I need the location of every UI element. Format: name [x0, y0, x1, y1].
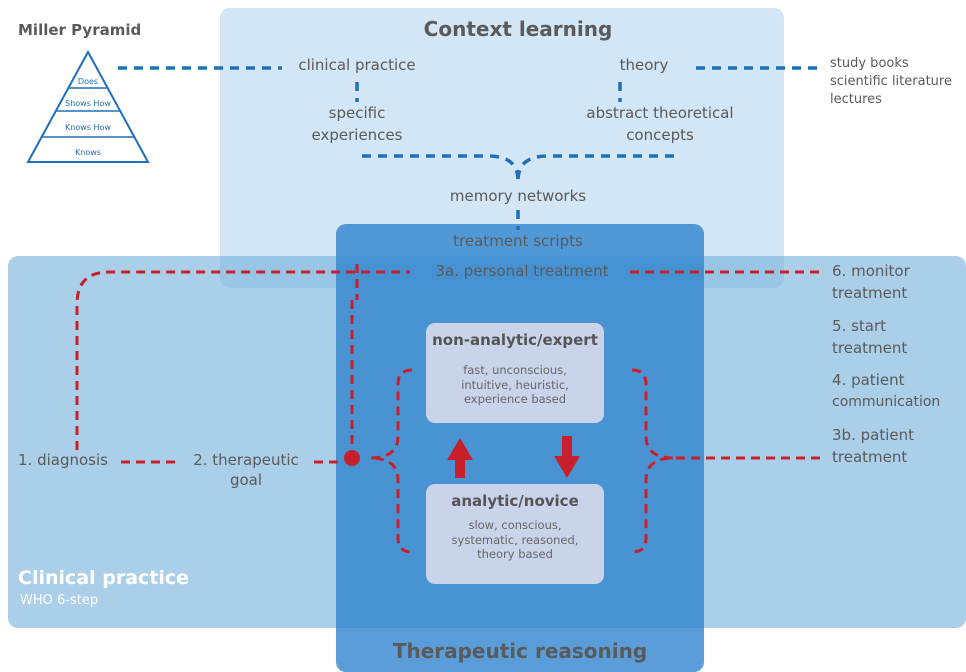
junction-node: [344, 450, 360, 466]
diagnosis-to-personal-line: [75, 270, 410, 450]
step-3b-patient-treatment-2: treatment: [832, 448, 908, 466]
specific-experiences-label-2: experiences: [311, 126, 403, 144]
clinical-practice-label: clinical practice: [298, 56, 416, 74]
pyramid-level-knows-how: Knows How: [65, 123, 111, 132]
step-3b-patient-treatment-1: 3b. patient: [832, 426, 914, 444]
expert-mode-description: fast, unconscious, intuitive, heuristic,…: [461, 363, 569, 407]
step-2-therapeutic-goal-1: 2. therapeutic: [193, 451, 299, 469]
step-5-start-2: treatment: [832, 339, 908, 357]
step-6-monitor-2: treatment: [832, 284, 908, 302]
treatment-scripts-label: treatment scripts: [453, 232, 583, 250]
memory-networks-label: memory networks: [449, 187, 587, 205]
left-brace: [369, 368, 413, 554]
arrow-down-icon: [554, 436, 580, 478]
abstract-concepts-label-2: concepts: [626, 126, 694, 144]
source-study-books: study books: [830, 56, 909, 71]
pyramid-level-knows: Knows: [75, 148, 101, 157]
step-5-start-1: 5. start: [832, 317, 887, 335]
clinical-practice-subtitle: WHO 6-step: [20, 593, 99, 608]
pyramid-level-does: Does: [77, 77, 99, 86]
clinical-practice-title: Clinical practice: [18, 567, 190, 589]
arrow-up-icon: [447, 438, 473, 478]
pyramid-level-shows-how: Shows How: [65, 99, 111, 108]
therapeutic-reasoning-panel: [336, 224, 704, 672]
step-6-monitor-1: 6. monitor: [832, 262, 910, 280]
miller-pyramid-title: Miller Pyramid: [18, 21, 142, 39]
novice-mode-title: analytic/novice: [451, 492, 579, 510]
theory-label: theory: [619, 56, 669, 74]
expert-mode-box: non-analytic/expert fast, unconscious, i…: [426, 323, 604, 423]
specific-experiences-label-1: specific: [328, 104, 386, 122]
novice-mode-description: slow, conscious, systematic, reasoned, t…: [451, 518, 579, 562]
step-2-therapeutic-goal-2: goal: [229, 471, 263, 489]
novice-mode-box: analytic/novice slow, conscious, systema…: [426, 484, 604, 584]
step-3a-personal-treatment: 3a. personal treatment: [435, 262, 609, 280]
concepts-merge-line: [516, 154, 674, 181]
abstract-concepts-label-1: abstract theoretical: [586, 104, 734, 122]
therapeutic-reasoning-title: Therapeutic reasoning: [392, 639, 648, 663]
source-lectures: lectures: [830, 92, 882, 107]
step-4-communication-1: 4. patient: [832, 371, 905, 389]
source-scientific-literature: scientific literature: [830, 74, 952, 89]
context-learning-title: Context learning: [423, 17, 613, 41]
step-1-diagnosis: 1. diagnosis: [18, 451, 108, 469]
expert-mode-title: non-analytic/expert: [432, 331, 598, 349]
right-brace: [631, 368, 675, 554]
step-4-communication-2: communication: [832, 394, 941, 410]
